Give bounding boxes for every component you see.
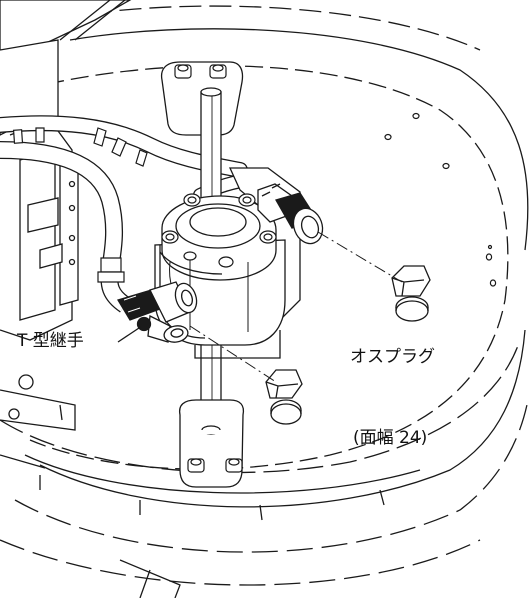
plug-callout: オスプラグ — [350, 347, 435, 367]
tee-fitting-leader — [117, 325, 143, 343]
base-plate — [0, 5, 529, 599]
plug-size-note: (面幅 24) — [353, 428, 428, 448]
leader-lines — [117, 325, 143, 343]
bracket-nuts — [174, 64, 243, 473]
pump-outlet-fitting — [257, 183, 324, 245]
alignment-centerlines — [189, 231, 403, 383]
pump-bolts — [161, 193, 277, 268]
mounting-holes — [384, 112, 497, 287]
hose-clamps — [12, 127, 148, 283]
tee-fitting-callout: T 型継手 — [17, 331, 84, 351]
plug-upper — [391, 265, 431, 322]
left-frame — [0, 0, 132, 469]
plug-lower — [265, 369, 303, 425]
